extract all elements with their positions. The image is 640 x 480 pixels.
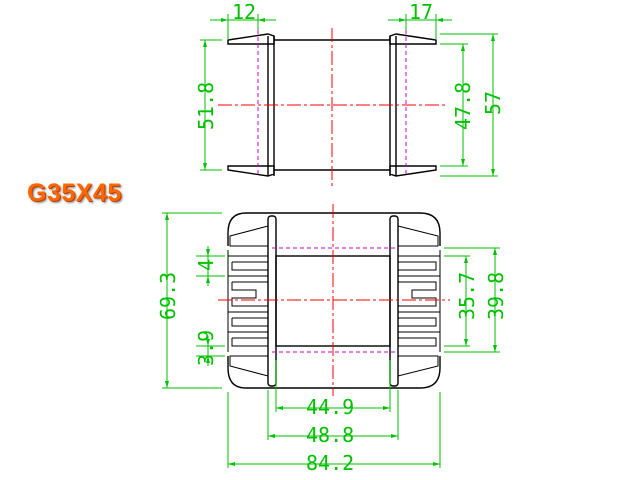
model-label: G35X45: [27, 179, 122, 207]
dim-window-height: 35.7: [455, 272, 479, 320]
top-view-walls: [267, 36, 397, 176]
right-rail: [389, 215, 399, 387]
dim-middle-width: 48.8: [306, 423, 354, 447]
dim-top-left: 12: [232, 0, 256, 24]
front-view: 69.3 4 3.9 35.7 39.8 44.9 48.8 84.2: [156, 204, 508, 475]
dim-overall-height: 57: [481, 91, 505, 115]
dim-window-outer: 39.8: [484, 272, 508, 320]
front-view-centerline: [218, 204, 450, 396]
dim-inner-width: 44.9: [306, 395, 354, 419]
dim-left-height: 51.8: [194, 82, 218, 130]
dim-overall-width: 84.2: [306, 451, 354, 475]
left-rail: [267, 215, 277, 387]
left-fins: [227, 250, 268, 352]
dim-top-right: 17: [409, 0, 433, 24]
dim-front-overall-height: 69.3: [156, 272, 180, 320]
top-view-centerline: [218, 28, 446, 186]
top-view: 12 17 51.8 47.8 57: [194, 0, 505, 186]
dim-slot-bottom: 3.9: [194, 330, 218, 366]
right-fins: [398, 250, 441, 352]
dim-inner-height: 47.8: [451, 82, 475, 130]
dim-slot: 4: [194, 259, 218, 271]
